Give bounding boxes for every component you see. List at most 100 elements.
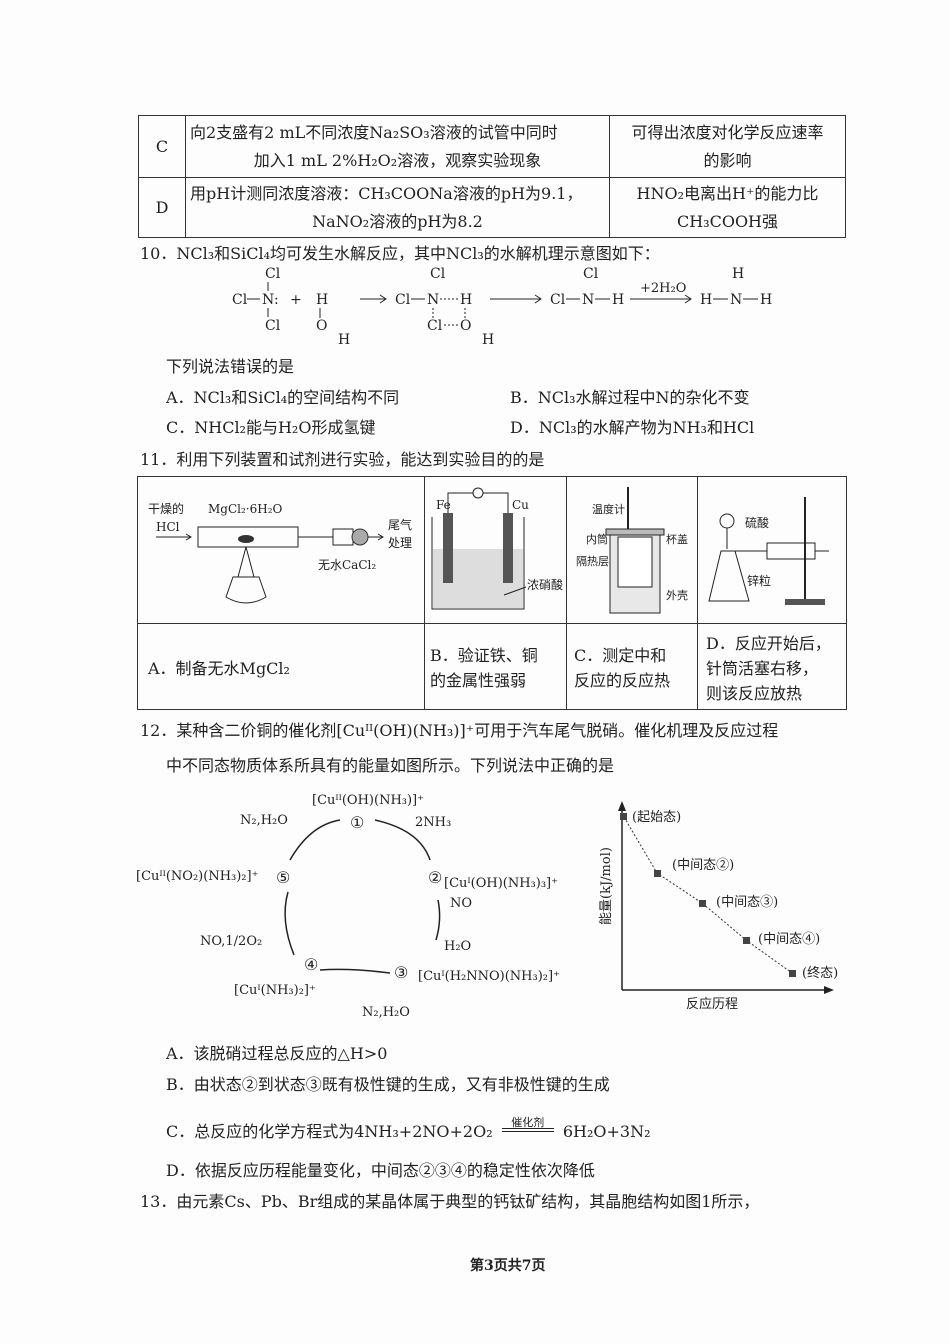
svg-text:尾气: 尾气 xyxy=(388,517,412,532)
state-label: (中间态③) xyxy=(716,895,778,910)
q12-option-a[interactable]: A．该脱硝过程总反应的△H>0 xyxy=(166,1044,388,1063)
state-label: (中间态②) xyxy=(672,858,734,873)
state-5-number: ⑤ xyxy=(276,868,290,887)
table-row: D 用pH计测同浓度溶液：CH₃COONa溶液的pH为9.1， NaNO₂溶液的… xyxy=(138,177,846,238)
option-line: D．反应开始后， xyxy=(706,634,831,653)
atom-cl: Cl xyxy=(265,266,281,282)
procedure-line: NaNO₂溶液的pH为8.2 xyxy=(312,211,483,231)
svg-text:HCl: HCl xyxy=(156,520,180,534)
atom-cl: Cl xyxy=(395,292,411,308)
state-marker xyxy=(789,970,796,977)
page-footer: 第3页共7页 xyxy=(470,1258,546,1274)
q10-question: 下列说法错误的是 xyxy=(166,357,295,376)
atom-n: N xyxy=(427,292,439,308)
state-marker xyxy=(654,870,661,877)
atom-o: O xyxy=(460,318,471,334)
procedure-line: 向2支盛有2 mL不同浓度Na₂SO₃溶液的试管中同时 xyxy=(190,122,558,142)
conclusion-line: 可得出浓度对化学反应速率 xyxy=(631,122,824,142)
state-marker xyxy=(620,813,627,820)
q11-option-c[interactable]: C．测定中和 反应的反应热 xyxy=(574,643,670,693)
table-row: C 向2支盛有2 mL不同浓度Na₂SO₃溶液的试管中同时 加入1 mL 2%H… xyxy=(138,115,846,178)
apparatus-d-diagram: 硫酸 锌粒 xyxy=(708,497,829,605)
atom-h: H xyxy=(316,292,328,308)
conclusion-cell: HNO₂电离出H⁺的能力比 CH₃COOH强 xyxy=(609,177,846,238)
svg-text:温度计: 温度计 xyxy=(592,502,625,516)
catalyst-label: 催化剂 xyxy=(511,1116,545,1129)
option-line: C．测定中和 xyxy=(574,646,667,665)
atom-n: N xyxy=(262,292,274,308)
svg-text:内筒: 内筒 xyxy=(586,532,608,546)
q11-stem: 11．利用下列装置和试剂进行实验，能达到实验目的的是 xyxy=(140,450,545,469)
q12-option-c[interactable]: C．总反应的化学方程式为4NH₃+2NO+2O₂ 催化剂 6H₂O+3N₂ xyxy=(166,1116,650,1142)
plus-sign: + xyxy=(290,292,302,308)
state-marker xyxy=(699,900,706,907)
q10-option-d[interactable]: D．NCl₃的水解产物为NH₃和HCl xyxy=(510,418,755,437)
q11-option-a[interactable]: A．制备无水MgCl₂ xyxy=(148,659,290,678)
state-label: (终态) xyxy=(802,965,838,981)
state-label: (中间态④) xyxy=(758,932,820,947)
apparatus-b-diagram: Fe Cu 浓硝酸 xyxy=(431,487,563,610)
state-4-formula: [Cuᴵ(NH₃)₂]⁺ xyxy=(234,983,316,998)
q10-option-b[interactable]: B．NCl₃水解过程中N的杂化不变 xyxy=(510,388,750,407)
equation-condition: 催化剂 xyxy=(501,1116,554,1137)
svg-text:外壳: 外壳 xyxy=(666,588,688,602)
apparatus-c-diagram: 温度计 内筒 杯盖 隔热层 外壳 xyxy=(576,487,688,614)
catalytic-cycle-diagram: [Cuᴵᴵ(OH)(NH₃)]⁺ ① 2NH₃ ② [Cuᴵ(OH)(NH₃)₃… xyxy=(136,793,560,1020)
q11-table: 干燥的 HCl MgCl₂·6H₂O 尾气 处理 无水CaCl₂ xyxy=(137,476,847,710)
procedure-line: 用pH计测同浓度溶液：CH₃COONa溶液的pH为9.1， xyxy=(190,183,583,203)
x-axis-label: 反应历程 xyxy=(686,996,738,1012)
equation-left: C．总反应的化学方程式为4NH₃+2NO+2O₂ xyxy=(166,1122,493,1141)
q10-option-c[interactable]: C．NHCl₂能与H₂O形成氢键 xyxy=(166,418,376,437)
conclusion-cell: 可得出浓度对化学反应速率 的影响 xyxy=(609,115,846,178)
atom-h: H xyxy=(732,266,744,282)
procedure-line: 加入1 mL 2%H₂O₂溶液，观察实验现象 xyxy=(253,150,542,170)
q12-stem-line1: 12．某种含二价铜的催化剂[Cuᴵᴵ(OH)(NH₃)]⁺可用于汽车尾气脱硝。催… xyxy=(140,721,779,740)
option-line: 反应的反应热 xyxy=(574,671,671,690)
atom-h: H xyxy=(612,292,624,308)
atom-h: H xyxy=(760,292,772,308)
state-2-number: ② xyxy=(428,868,442,887)
state-label: (起始态) xyxy=(632,810,681,825)
q11-option-d[interactable]: D．反应开始后， 针筒活塞右移， 则该反应放热 xyxy=(706,631,831,706)
q12-option-b[interactable]: B．由状态②到状态③既有极性键的生成，又有非极性键的生成 xyxy=(166,1075,610,1094)
conclusion-line: CH₃COOH强 xyxy=(676,211,779,231)
svg-text:处理: 处理 xyxy=(388,536,412,550)
atom-h: H xyxy=(460,292,472,308)
state-1-number: ① xyxy=(350,813,364,832)
atom-cl: Cl xyxy=(583,266,599,282)
conclusion-line: 的影响 xyxy=(703,150,752,170)
svg-text:硫酸: 硫酸 xyxy=(745,515,769,530)
state-3-number: ③ xyxy=(394,963,408,982)
state-4-number: ④ xyxy=(304,955,318,974)
option-line: B．验证铁、铜 xyxy=(430,646,538,665)
state-3-formula: [Cuᴵ(H₂NNO)(NH₃)₂]⁺ xyxy=(418,969,560,984)
q10-stem: 10．NCl₃和SiCl₄均可发生水解反应，其中NCl₃的水解机理示意图如下： xyxy=(140,244,660,263)
svg-text::: : xyxy=(274,292,279,308)
option-line: 的金属性强弱 xyxy=(430,671,527,690)
output-h2o: H₂O xyxy=(444,939,471,954)
atom-cl: Cl xyxy=(427,318,443,334)
atom-h: H xyxy=(482,332,494,348)
q11-option-b[interactable]: B．验证铁、铜 的金属性强弱 xyxy=(430,643,538,693)
state-2-formula: [Cuᴵ(OH)(NH₃)₃]⁺ xyxy=(444,876,558,891)
conclusion-line: HNO₂电离出H⁺的能力比 xyxy=(636,183,819,203)
row-label: D xyxy=(138,177,186,238)
acid-label: 浓硝酸 xyxy=(527,577,563,592)
atom-o: O xyxy=(316,318,327,334)
q12-stem-line2: 中不同态物质体系所具有的能量如图所示。下列说法中正确的是 xyxy=(166,756,615,775)
svg-text:Cu: Cu xyxy=(512,498,529,512)
state-marker xyxy=(743,937,750,944)
nc13-hydrolysis-mechanism: Cl Cl N : Cl + H O H Cl Cl N H Cl O H xyxy=(232,266,772,348)
q12-option-d[interactable]: D．依据反应历程能量变化，中间态②③④的稳定性依次降低 xyxy=(166,1161,595,1180)
reagent-label: +2H₂O xyxy=(640,281,686,296)
q10-option-a[interactable]: A．NCl₃和SiCl₄的空间结构不同 xyxy=(166,388,400,407)
atom-h: H xyxy=(700,292,712,308)
state-5-formula: [Cuᴵᴵ(NO₂)(NH₃)₂]⁺ xyxy=(136,869,258,884)
atom-n: N xyxy=(582,292,594,308)
svg-text:干燥的: 干燥的 xyxy=(148,501,184,516)
svg-text:隔热层: 隔热层 xyxy=(576,555,609,568)
atom-cl: Cl xyxy=(232,292,248,308)
option-line: 则该反应放热 xyxy=(706,684,803,703)
procedure-cell: 向2支盛有2 mL不同浓度Na₂SO₃溶液的试管中同时 加入1 mL 2%H₂O… xyxy=(185,115,610,178)
row-label: C xyxy=(138,115,186,178)
